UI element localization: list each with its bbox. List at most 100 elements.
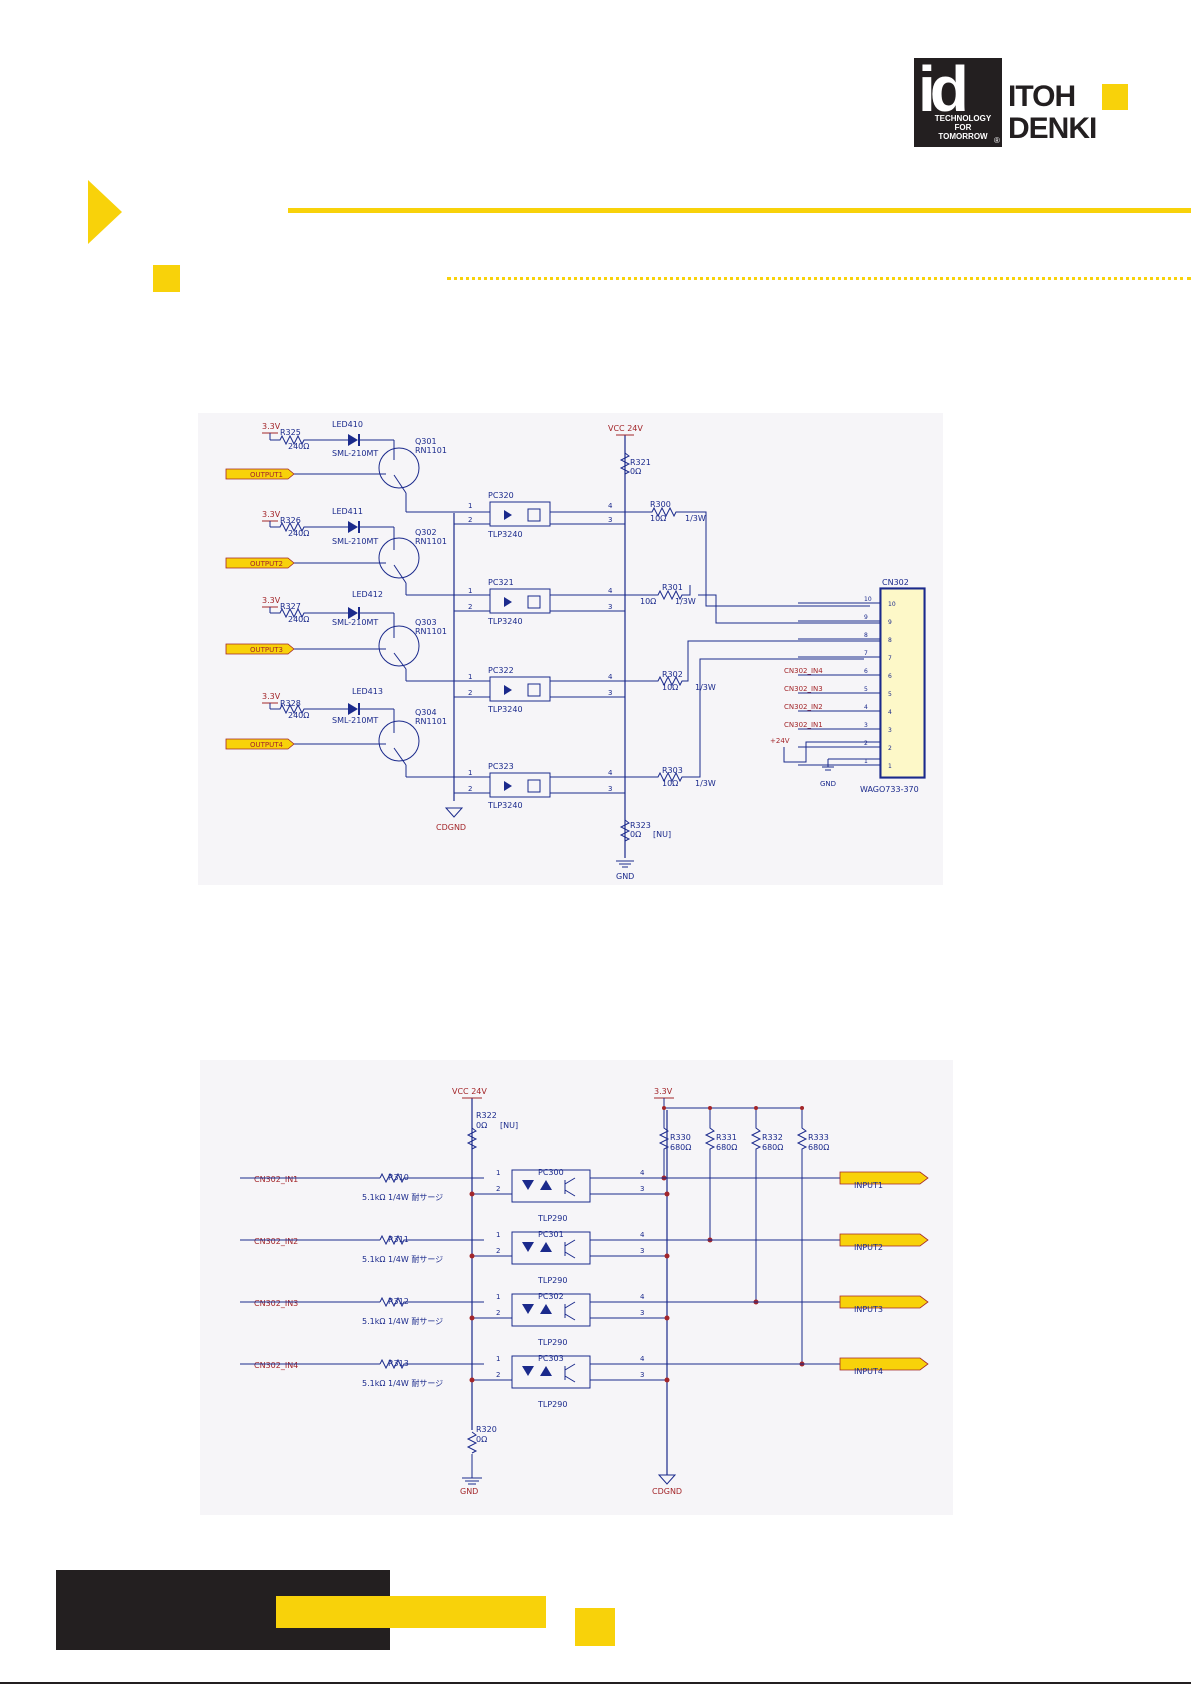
r310-value: 5.1kΩ 1/4W 耐サージ bbox=[362, 1192, 443, 1202]
junction-dot bbox=[469, 1253, 475, 1259]
connector-pin-number: 5 bbox=[864, 686, 868, 693]
led411-part: SML-210MT bbox=[332, 537, 378, 546]
pc320-label: PC320 bbox=[488, 491, 514, 500]
input-resistor bbox=[379, 1234, 484, 1246]
r320-value: 0Ω bbox=[476, 1435, 487, 1444]
connector-pin-label: 8 bbox=[888, 637, 892, 644]
logo-word-itoh: ITOH bbox=[1008, 80, 1076, 113]
photocoupler-diode bbox=[522, 1304, 534, 1314]
r303-power: 1/3W bbox=[695, 779, 716, 788]
cn302-in1-label: CN302_IN1 bbox=[784, 721, 823, 729]
r322-name: R322 bbox=[476, 1111, 497, 1120]
pin-number: 2 bbox=[496, 1247, 500, 1255]
cn302-part: WAGO733-370 bbox=[860, 785, 919, 794]
r322-note: [NU] bbox=[500, 1121, 518, 1130]
photocoupler-diode bbox=[540, 1366, 552, 1376]
connector-pin-number: 1 bbox=[864, 758, 868, 765]
r300-power: 1/3W bbox=[685, 514, 706, 523]
input-net-flag bbox=[839, 1233, 929, 1247]
junction-dot bbox=[469, 1315, 475, 1321]
photocoupler-body bbox=[511, 1293, 591, 1327]
photocoupler-diode bbox=[540, 1304, 552, 1314]
r333-value: 680Ω bbox=[808, 1143, 829, 1152]
input4-label: INPUT4 bbox=[854, 1367, 883, 1376]
r323-note: [NU] bbox=[653, 830, 671, 839]
cn302-label: CN302 bbox=[882, 578, 909, 587]
itoh-denki-logo: id TECHNOLOGY FOR TOMORROW ® ITOH DENKI bbox=[914, 53, 1134, 147]
connector-cn302: CN302 WAGO733-370 1010998877665544332211… bbox=[770, 578, 925, 794]
plus24v-label: +24V bbox=[770, 737, 790, 745]
cn302-in2-label: CN302_IN2 bbox=[784, 703, 823, 711]
pin-number: 2 bbox=[468, 785, 472, 793]
pc320-part: TLP3240 bbox=[487, 530, 523, 539]
led411-label: LED411 bbox=[332, 507, 363, 516]
connector-pin-label: 10 bbox=[888, 601, 896, 608]
connector-pin-number: 4 bbox=[864, 704, 868, 711]
pullup-resistor bbox=[796, 1108, 808, 1362]
pin-number: 1 bbox=[468, 502, 472, 510]
footer-yellow-square bbox=[575, 1608, 615, 1646]
r325-value: 240Ω bbox=[288, 442, 309, 451]
phototransistor-legs bbox=[564, 1177, 576, 1197]
v33-rail-label: 3.3V bbox=[654, 1087, 673, 1096]
cn302-in4-label: CN302_IN4 bbox=[784, 667, 823, 675]
photocoupler-body bbox=[511, 1231, 591, 1265]
r330-value: 680Ω bbox=[670, 1143, 691, 1152]
q303-label: Q303 bbox=[415, 618, 437, 627]
cdgnd-symbol: CDGND bbox=[436, 807, 466, 832]
r327-name: R327 bbox=[280, 602, 301, 611]
pin-number: 2 bbox=[496, 1309, 500, 1317]
output-schematic-svg: VCC 24V R321 0Ω R323 0Ω [NU] GND CDGND 3… bbox=[225, 420, 926, 881]
connector-pin-label: 6 bbox=[888, 673, 892, 680]
pin-number: 3 bbox=[608, 689, 612, 697]
r327-value: 240Ω bbox=[288, 615, 309, 624]
r326-value: 240Ω bbox=[288, 529, 309, 538]
input-resistor bbox=[379, 1358, 484, 1370]
input2-label: INPUT2 bbox=[854, 1243, 883, 1252]
r312-value: 5.1kΩ 1/4W 耐サージ bbox=[362, 1316, 443, 1326]
q303-part: RN1101 bbox=[415, 627, 447, 636]
pin-number: 3 bbox=[640, 1185, 644, 1193]
q301-label: Q301 bbox=[415, 437, 437, 446]
pin-number: 4 bbox=[608, 587, 613, 595]
r328-value: 240Ω bbox=[288, 711, 309, 720]
r326-name: R326 bbox=[280, 516, 301, 525]
cn-gnd-label: GND bbox=[820, 780, 836, 788]
v33-label: 3.3V bbox=[262, 510, 281, 519]
r321-value: 0Ω bbox=[630, 467, 641, 476]
pullup-resistor bbox=[704, 1108, 716, 1238]
pin-number: 2 bbox=[468, 516, 472, 524]
q304-part: RN1101 bbox=[415, 717, 447, 726]
in4-signal: CN302_IN4 bbox=[254, 1361, 298, 1370]
pin-number: 4 bbox=[640, 1355, 645, 1363]
v33-label: 3.3V bbox=[262, 596, 281, 605]
connector-pin-label: 1 bbox=[888, 763, 892, 770]
cn302-in3-label: CN302_IN3 bbox=[784, 685, 823, 693]
pullup-resistor bbox=[750, 1108, 762, 1300]
pin-number: 1 bbox=[496, 1231, 500, 1239]
output2-label: OUTPUT2 bbox=[250, 560, 283, 568]
r303-name: R303 bbox=[662, 766, 683, 775]
logo-mark-box: id TECHNOLOGY FOR TOMORROW ® bbox=[914, 53, 1002, 147]
pin-number: 4 bbox=[608, 769, 613, 777]
pin-number: 4 bbox=[640, 1293, 645, 1301]
pin-number: 2 bbox=[468, 689, 472, 697]
section-arrow-icon bbox=[88, 180, 122, 244]
r300-name: R300 bbox=[650, 500, 671, 509]
junction-dot bbox=[800, 1106, 804, 1110]
led410-label: LED410 bbox=[332, 420, 363, 429]
gnd-bottom: R323 0Ω [NU] GND bbox=[616, 819, 671, 881]
pullup-resistors bbox=[658, 1106, 808, 1367]
pin-number: 3 bbox=[608, 516, 612, 524]
pin-number: 4 bbox=[640, 1169, 645, 1177]
connector-pin-number: 6 bbox=[864, 668, 868, 675]
output-circuit-schematic: VCC 24V R321 0Ω R323 0Ω [NU] GND CDGND 3… bbox=[198, 413, 943, 885]
q304-label: Q304 bbox=[415, 708, 437, 717]
pin-number: 4 bbox=[608, 502, 613, 510]
input-cdgnd-label: CDGND bbox=[652, 1487, 682, 1496]
r332-value: 680Ω bbox=[762, 1143, 783, 1152]
r303-value: 10Ω bbox=[662, 779, 678, 788]
photocoupler-diode bbox=[540, 1180, 552, 1190]
photocoupler-body bbox=[511, 1355, 591, 1389]
